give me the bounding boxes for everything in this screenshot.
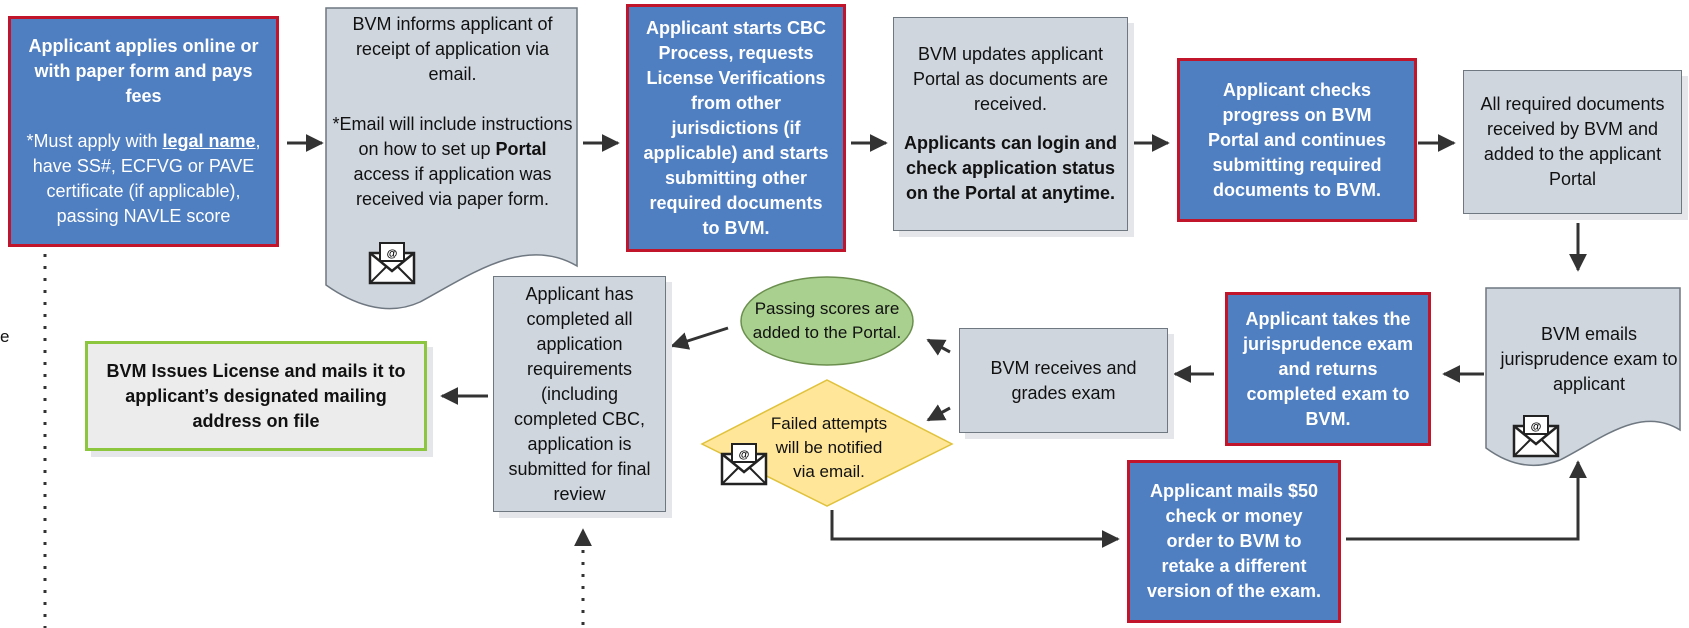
received-text: All required documents received by BVM a… bbox=[1480, 94, 1665, 189]
step-received: All required documents received by BVM a… bbox=[1463, 70, 1682, 214]
updates-line2: Applicants can login and check applicati… bbox=[903, 133, 1118, 203]
inform-document-shape bbox=[325, 7, 578, 310]
step-cbc: Applicant starts CBC Process, requests L… bbox=[626, 4, 846, 252]
step-license: BVM Issues License and mails it to appli… bbox=[85, 341, 427, 451]
step-checks: Applicant checks progress on BVM Portal … bbox=[1177, 58, 1417, 222]
step-emails-exam: BVM emails jurisprudence exam to applica… bbox=[1500, 322, 1678, 397]
inform-line1: BVM informs applicant of receipt of appl… bbox=[352, 14, 553, 84]
envelope-at-icon: @ bbox=[720, 443, 768, 486]
apply-note-pre: *Must apply with bbox=[26, 131, 163, 151]
svg-text:@: @ bbox=[739, 449, 750, 461]
passing-text: Passing scores are added to the Portal. bbox=[752, 299, 902, 342]
envelope-at-icon: @ bbox=[368, 242, 416, 285]
grades-text: BVM receives and grades exam bbox=[990, 357, 1137, 403]
step-passing: Passing scores are added to the Portal. bbox=[748, 290, 906, 352]
arrow-grades-passing bbox=[926, 338, 951, 356]
step-updates: BVM updates applicant Portal as document… bbox=[893, 17, 1128, 231]
svg-text:@: @ bbox=[1531, 421, 1542, 433]
inform-portal: Portal bbox=[495, 139, 547, 159]
apply-note-legal-name: legal name bbox=[162, 131, 256, 151]
step-mails-check: Applicant mails $50 check or money order… bbox=[1127, 460, 1341, 623]
step-inform: BVM informs applicant of receipt of appl… bbox=[330, 12, 575, 212]
emails-exam-text: BVM emails jurisprudence exam to applica… bbox=[1500, 324, 1678, 394]
cbc-text: Applicant starts CBC Process, requests L… bbox=[643, 17, 829, 238]
arrow-passing-completed bbox=[670, 326, 729, 350]
arrow-grades-failed bbox=[926, 404, 951, 422]
checks-text: Applicant checks progress on BVM Portal … bbox=[1207, 79, 1387, 200]
mails-check-text: Applicant mails $50 check or money order… bbox=[1146, 481, 1322, 601]
passing-oval-shape bbox=[740, 276, 914, 366]
failed-text: Failed attempts will be notified via ema… bbox=[770, 414, 888, 481]
license-text: BVM Issues License and mails it to appli… bbox=[106, 360, 406, 431]
step-completed: Applicant has completed all application … bbox=[493, 276, 666, 512]
step-takes-exam: Applicant takes the jurisprudence exam a… bbox=[1225, 292, 1431, 446]
apply-note-post: , have SS#, ECFVG or PAVE certificate (i… bbox=[32, 131, 261, 226]
inform-line2-pre: *Email will include instructions on how … bbox=[332, 114, 573, 159]
step-apply: Applicant applies online or with paper f… bbox=[8, 16, 279, 247]
apply-note: *Must apply with legal name, have SS#, E… bbox=[17, 129, 270, 229]
step-failed: Failed attempts will be notified via ema… bbox=[763, 410, 895, 486]
takes-exam-text: Applicant takes the jurisprudence exam a… bbox=[1242, 308, 1414, 429]
completed-text: Applicant has completed all application … bbox=[508, 283, 651, 504]
svg-text:@: @ bbox=[387, 248, 398, 260]
updates-line1: BVM updates applicant Portal as document… bbox=[912, 44, 1109, 114]
inform-line2: *Email will include instructions on how … bbox=[330, 112, 575, 212]
arrow-failed-mailscheck bbox=[830, 510, 1120, 548]
inform-line2-post: access if application was received via p… bbox=[353, 164, 552, 209]
arrow-mailscheck-emails bbox=[1346, 460, 1587, 541]
apply-title: Applicant applies online or with paper f… bbox=[28, 36, 259, 106]
stray-text: e bbox=[0, 327, 10, 346]
envelope-at-icon: @ bbox=[1512, 415, 1560, 458]
step-grades: BVM receives and grades exam bbox=[959, 328, 1168, 433]
